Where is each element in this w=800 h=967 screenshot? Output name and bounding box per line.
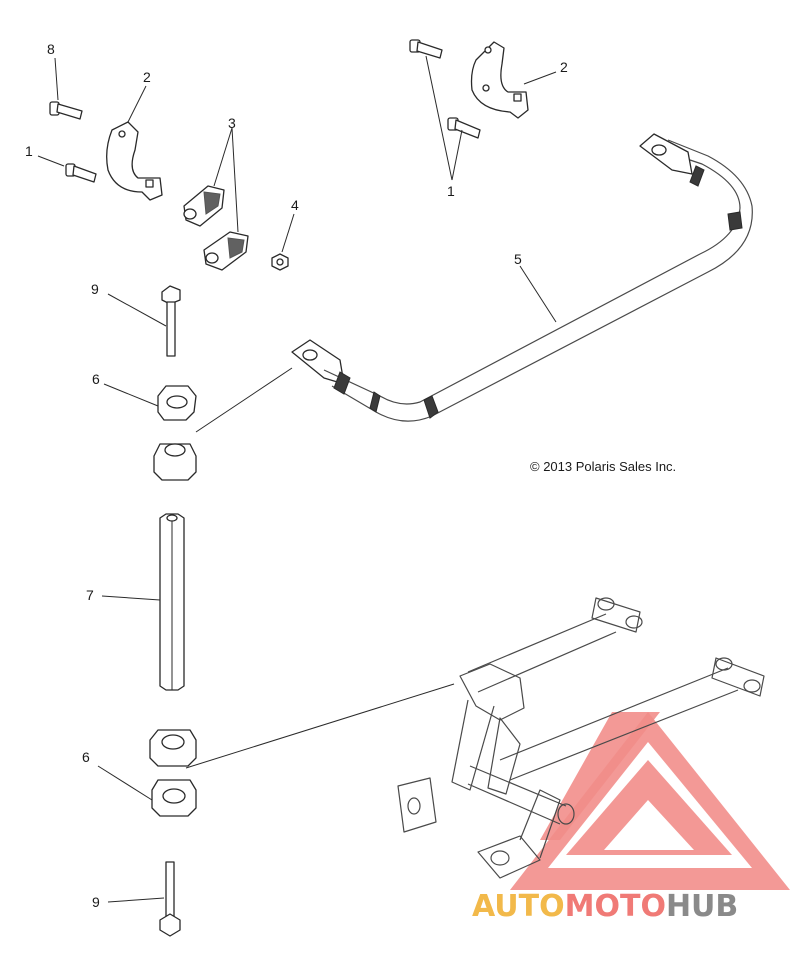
callout-7: 7 bbox=[86, 587, 94, 603]
callout-4: 4 bbox=[291, 197, 299, 213]
nut-4 bbox=[271, 253, 289, 271]
callout-9-upper: 9 bbox=[91, 281, 99, 297]
bushing-6-upper-b bbox=[153, 443, 197, 481]
leader-lines bbox=[37, 55, 557, 903]
callout-9-lower: 9 bbox=[92, 894, 100, 910]
callout-1-right: 1 bbox=[447, 183, 455, 199]
watermark-logo bbox=[510, 712, 790, 890]
callout-2-left: 2 bbox=[143, 69, 151, 85]
callout-6-upper: 6 bbox=[92, 371, 100, 387]
bolt-1-right-upper bbox=[409, 39, 443, 59]
bushing-6-lower-a bbox=[149, 729, 197, 767]
callout-2-right: 2 bbox=[560, 59, 568, 75]
callout-5: 5 bbox=[514, 251, 522, 267]
bushing-6-lower-b bbox=[151, 779, 197, 817]
bushing-6-upper-a bbox=[157, 385, 197, 421]
suspension-a-arm bbox=[397, 597, 765, 879]
bolt-8 bbox=[49, 101, 83, 120]
clamp-2-left bbox=[106, 121, 163, 201]
callout-6-lower: 6 bbox=[82, 749, 90, 765]
watermark-auto: AUTO bbox=[472, 889, 565, 924]
callout-labels: 8 2 1 3 4 2 1 5 9 6 7 6 9 bbox=[25, 41, 568, 910]
bushing-3-lower bbox=[203, 231, 249, 271]
watermark-text: AUTOMOTOHUB bbox=[472, 889, 738, 924]
watermark-moto: MOTO bbox=[565, 889, 666, 924]
callout-3: 3 bbox=[228, 115, 236, 131]
bushing-3-upper bbox=[183, 185, 225, 227]
callout-1-left: 1 bbox=[25, 143, 33, 159]
bolt-9-lower bbox=[159, 861, 181, 937]
watermark-hub: HUB bbox=[666, 889, 738, 924]
bolt-9-upper bbox=[161, 285, 181, 357]
bolt-1-right-lower bbox=[447, 117, 481, 139]
bolt-1-left bbox=[65, 163, 97, 183]
stabilizer-bar-5 bbox=[291, 133, 753, 422]
spacer-7 bbox=[159, 513, 185, 691]
clamp-2-right bbox=[470, 41, 529, 119]
copyright-text: © 2013 Polaris Sales Inc. bbox=[530, 459, 676, 474]
callout-8: 8 bbox=[47, 41, 55, 57]
